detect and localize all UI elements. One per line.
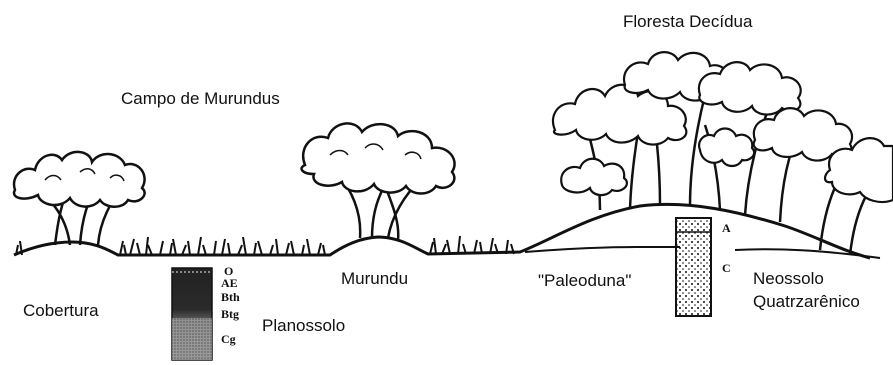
neossolo-profile: [676, 218, 711, 316]
label-murundu: Murundu: [341, 270, 408, 287]
label-quatrzarenico: Quatrzarênico: [753, 293, 860, 310]
horizon-bth: Bth: [221, 291, 240, 303]
paleoduna-base-line: [525, 247, 680, 252]
tree-cluster-middle: [302, 123, 455, 240]
planossolo-profile: [172, 268, 212, 360]
horizon-cg: Cg: [221, 333, 236, 345]
label-neossolo: Neossolo: [753, 270, 824, 287]
label-floresta-decidua: Floresta Decídua: [623, 13, 752, 30]
label-paleoduna: "Paleoduna": [538, 272, 631, 289]
horizon-c: C: [722, 262, 731, 274]
tree-cluster-left: [14, 152, 145, 245]
label-campo-de-murundus: Campo de Murundus: [121, 90, 280, 107]
horizon-a: A: [722, 222, 731, 234]
label-cobertura: Cobertura: [23, 302, 99, 319]
horizon-ae: AE: [221, 277, 238, 289]
label-planossolo: Planossolo: [262, 317, 345, 334]
horizon-btg: Btg: [221, 308, 239, 320]
